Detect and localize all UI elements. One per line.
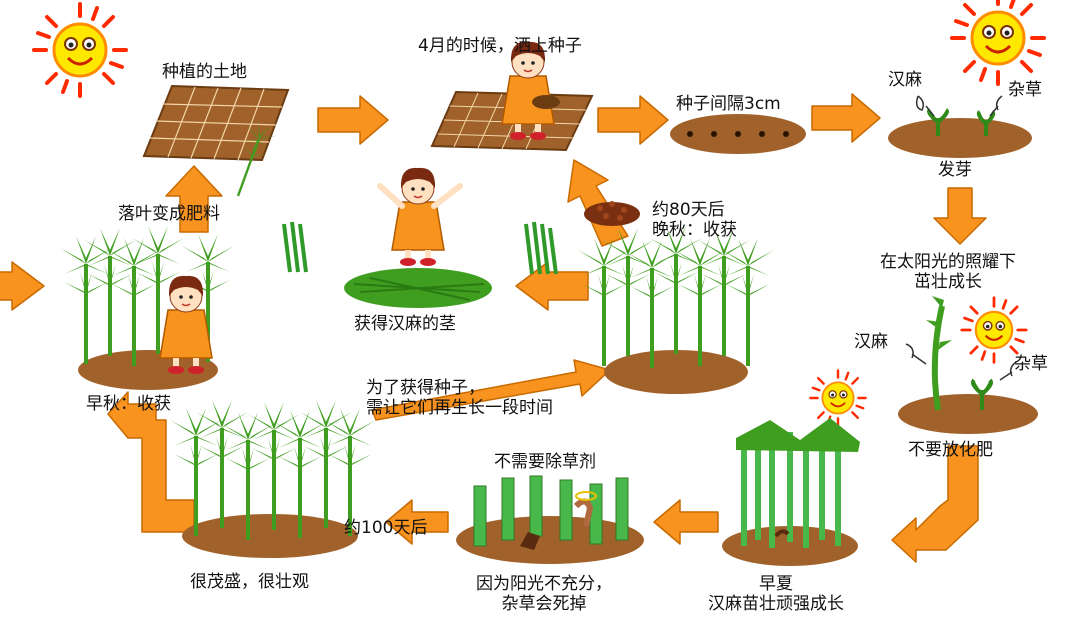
arrow-5	[891, 445, 979, 563]
arrow-4	[933, 187, 987, 245]
label-sprout: 发芽	[938, 160, 972, 180]
field-grid	[142, 84, 290, 162]
label-weed-1: 杂草	[1008, 80, 1042, 100]
sun-icon-4	[809, 369, 867, 427]
lush-field	[168, 398, 378, 558]
label-hemp-2: 汉麻	[854, 332, 888, 352]
girl-arms	[377, 183, 463, 209]
label-early-autumn: 早秋：收获	[86, 394, 171, 414]
arrow-7	[385, 499, 449, 545]
label-no-fertilizer: 不要放化肥	[908, 440, 993, 460]
label-for-seeds: 为了获得种子， 需让它们再生长一段时间	[366, 378, 553, 418]
seed-pile	[584, 201, 640, 226]
label-lush: 很茂盛，很壮观	[190, 572, 309, 592]
label-day80: 约80天后 晚秋：收获	[652, 200, 737, 240]
label-spacing: 种子间隔3cm	[676, 94, 781, 114]
stem-bundles	[282, 221, 558, 275]
sun-icon-2	[950, 0, 1046, 86]
arrow-2	[597, 95, 669, 145]
label-stems: 获得汉麻的茎	[354, 314, 456, 334]
label-early-summer: 早夏 汉麻苗壮顽强成长	[708, 574, 844, 614]
late-harvest-field	[576, 224, 776, 394]
seed-bowl	[532, 95, 560, 109]
arrow-9	[165, 165, 223, 233]
label-hemp-1: 汉麻	[888, 70, 922, 90]
arrow-13	[371, 359, 611, 421]
label-april: 4月的时候，洒上种子	[418, 36, 582, 56]
growing-plot	[898, 296, 1038, 434]
early-harvest-field	[58, 224, 236, 390]
label-sunshine: 在太阳光的照耀下 茁壮成长	[880, 252, 1016, 292]
arrow-1	[317, 95, 389, 145]
sprout-plot	[888, 95, 1032, 158]
arrow-6	[653, 499, 719, 545]
arrow-8	[107, 391, 195, 533]
label-compost: 落叶变成肥料	[118, 204, 220, 224]
sun-icon-1	[32, 2, 128, 98]
early-summer-plot	[722, 418, 860, 566]
arrow-3	[811, 93, 881, 143]
label-weed-2: 杂草	[1014, 354, 1048, 374]
stems-pile	[344, 268, 492, 308]
label-no-herbicide: 不需要除草剂	[494, 452, 596, 472]
spaced-seeds	[670, 114, 806, 154]
arrow-11	[515, 261, 589, 311]
girl-cheering	[391, 167, 445, 267]
no-herbicide-plot	[456, 475, 644, 564]
sun-icon-3	[960, 296, 1028, 364]
label-land: 种植的土地	[162, 62, 247, 82]
arrow-10	[0, 261, 45, 311]
label-because: 因为阳光不充分， 杂草会死掉	[476, 574, 612, 614]
label-day100: 约100天后	[344, 518, 428, 538]
